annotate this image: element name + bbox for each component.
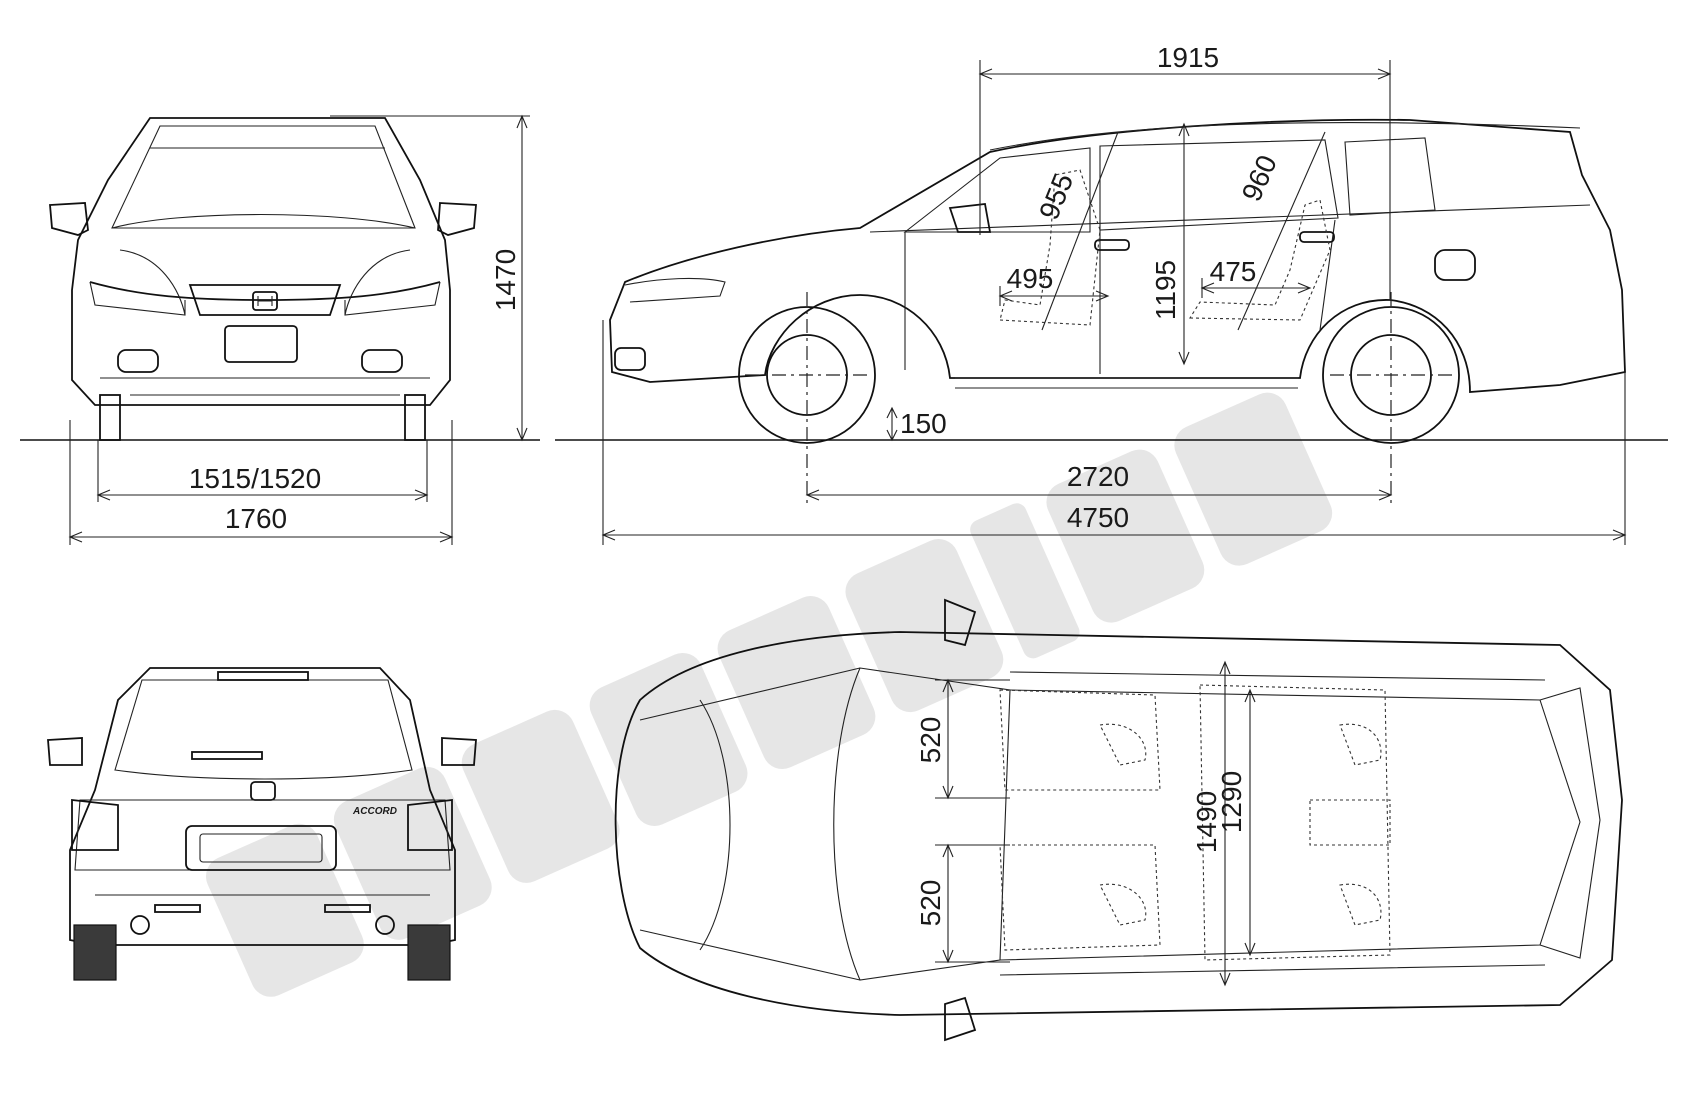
- badge-text: ACCORD: [352, 806, 397, 817]
- front-view: 1470 1515/1520 1760: [20, 114, 540, 545]
- dim-width: 1760: [225, 503, 287, 534]
- dim-seat-width-left: 520: [915, 717, 946, 764]
- dim-shoulder-rear: 1290: [1216, 771, 1247, 833]
- dim-wheelbase: 2720: [1067, 461, 1129, 492]
- dim-headroom-span: 1915: [1157, 42, 1219, 73]
- dim-track: 1515/1520: [189, 463, 321, 494]
- dim-length: 4750: [1067, 502, 1129, 533]
- dim-rear-headroom: 960: [1236, 150, 1283, 205]
- rear-view: ACCORD: [47, 667, 477, 981]
- dim-seat-width-right: 520: [915, 880, 946, 927]
- dim-front-headroom: 955: [1033, 169, 1079, 224]
- dim-height: 1470: [490, 249, 521, 311]
- dim-ground-clearance: 150: [900, 408, 947, 439]
- dim-interior-height: 1195: [1150, 260, 1181, 320]
- top-view: 520 520 1490 1290: [614, 598, 1623, 1042]
- watermark: [205, 392, 1333, 997]
- dim-rear-leg: 475: [1210, 256, 1257, 287]
- dim-shoulder-front: 1490: [1191, 791, 1222, 853]
- side-view: 1915 955 960 1195 495 475 150 2720 47: [555, 42, 1668, 545]
- dim-front-leg: 495: [1007, 263, 1054, 294]
